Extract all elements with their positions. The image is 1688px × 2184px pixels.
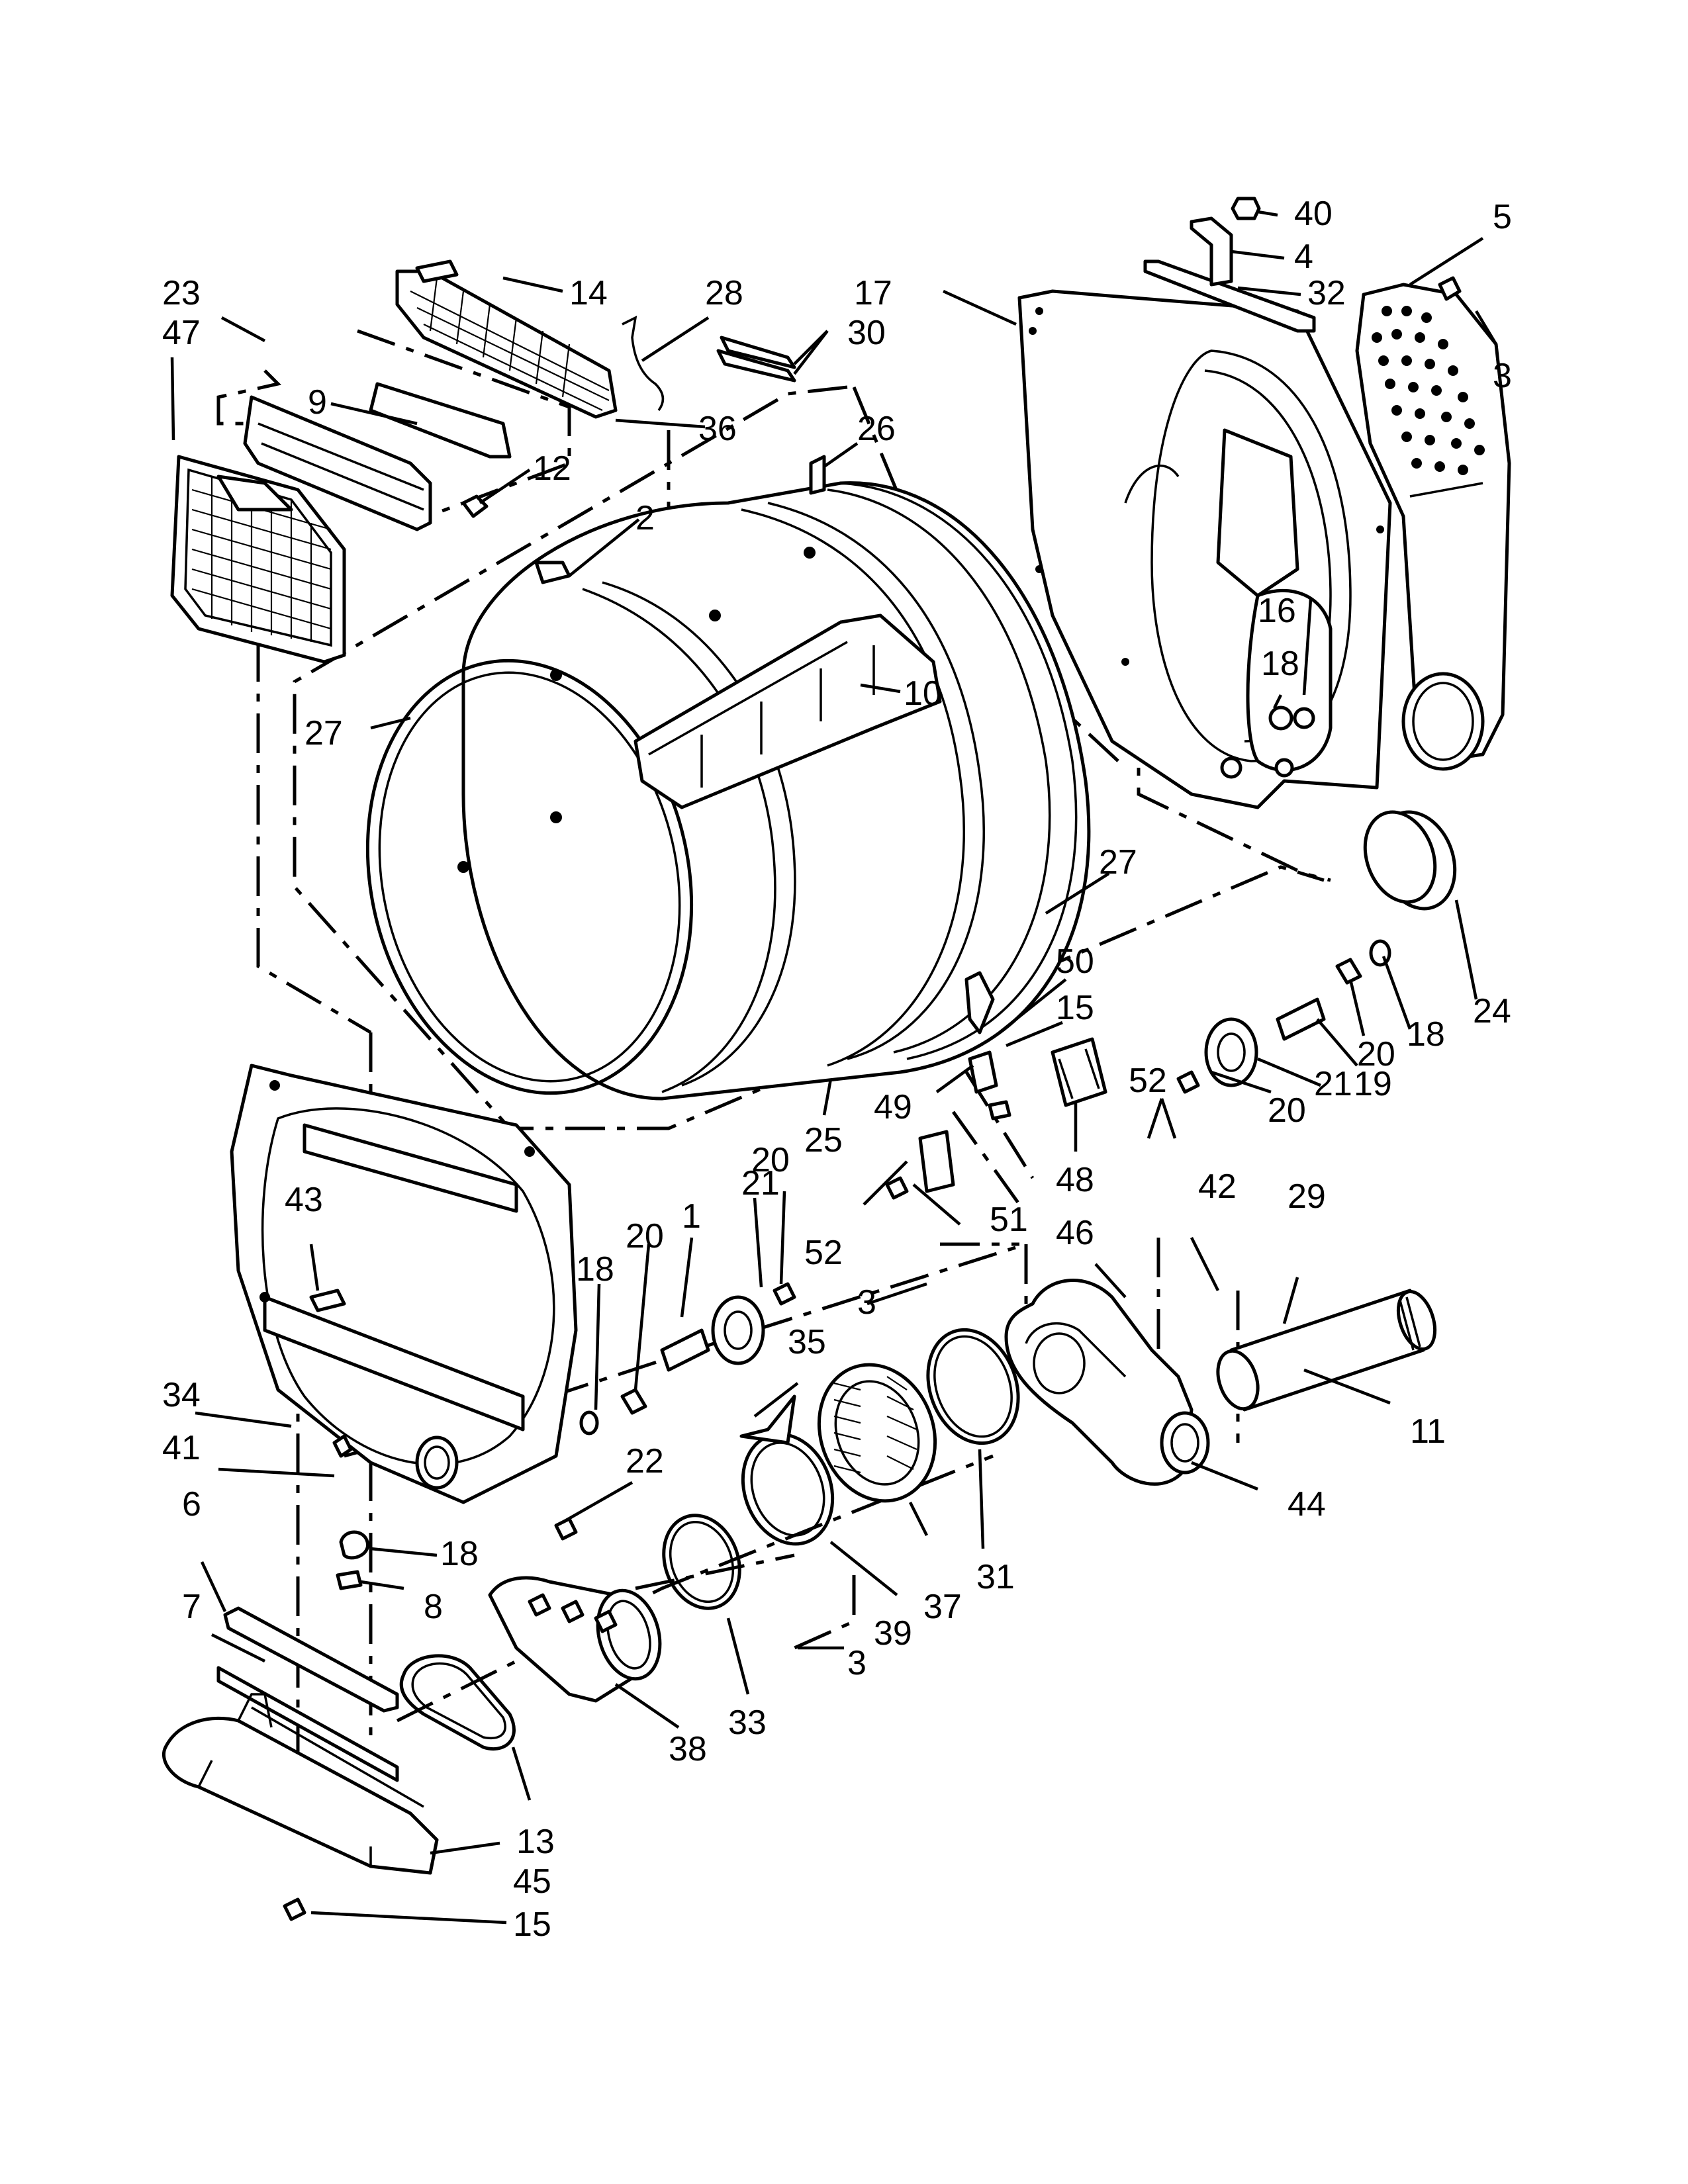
callout-10: 10 <box>904 674 942 713</box>
callout-1: 1 <box>682 1197 701 1236</box>
callout-16: 16 <box>1258 592 1296 630</box>
callout-51: 51 <box>990 1201 1028 1239</box>
heater-duct-holes <box>1372 306 1485 475</box>
callout-27: 27 <box>305 714 343 752</box>
roller-assembly-left <box>309 1282 796 1435</box>
callout-13: 13 <box>516 1823 555 1861</box>
callout-11: 11 <box>1410 1412 1446 1451</box>
blower-housing <box>1004 1279 1210 1486</box>
callout-23: 23 <box>162 274 201 312</box>
callout-20: 20 <box>626 1217 664 1255</box>
callout-22: 22 <box>626 1442 664 1480</box>
callout-39: 39 <box>874 1614 912 1653</box>
small-parts-top <box>415 259 826 584</box>
callout-43: 43 <box>285 1181 323 1219</box>
callout-40: 40 <box>1294 195 1333 233</box>
callout-4: 4 <box>1294 238 1313 276</box>
callout-9: 9 <box>308 383 327 422</box>
callout-34: 34 <box>162 1376 201 1414</box>
callout-38: 38 <box>669 1730 707 1768</box>
callout-25: 25 <box>804 1121 843 1160</box>
callout-14: 14 <box>569 274 608 312</box>
heater-duct <box>1355 276 1511 771</box>
callout-3: 3 <box>857 1283 876 1322</box>
lint-housing-9 <box>243 382 512 531</box>
callout-44: 44 <box>1288 1485 1326 1524</box>
callout-3: 3 <box>847 1644 867 1682</box>
callout-46: 46 <box>1056 1214 1094 1252</box>
callout-7: 7 <box>182 1588 201 1626</box>
callout-30: 30 <box>847 314 886 352</box>
callout-26: 26 <box>857 410 896 448</box>
motor-11 <box>1216 1289 1437 1412</box>
callout-3: 3 <box>1493 357 1512 395</box>
callout-2: 2 <box>635 499 655 537</box>
callout-18: 18 <box>1261 645 1299 683</box>
callout-17: 17 <box>854 274 892 312</box>
lint-grille-36 <box>395 269 618 419</box>
callout-47: 47 <box>162 314 201 352</box>
blower-duct-38 <box>488 1576 662 1703</box>
blower-wheel-37 <box>817 1363 937 1503</box>
callout-48: 48 <box>1056 1161 1094 1199</box>
callout-45: 45 <box>513 1862 551 1901</box>
callout-20: 20 <box>1357 1035 1395 1073</box>
duct-ring <box>1363 810 1457 911</box>
callout-21: 21 <box>741 1164 780 1203</box>
lint-screen <box>170 455 346 664</box>
callout-18: 18 <box>440 1535 479 1573</box>
callout-15: 15 <box>1056 989 1094 1027</box>
callout-36: 36 <box>698 410 737 448</box>
callout-18: 18 <box>576 1250 614 1289</box>
callout-20: 20 <box>751 1141 790 1179</box>
drum <box>365 481 1091 1101</box>
callout-24: 24 <box>1473 992 1511 1030</box>
callout-41: 41 <box>162 1429 201 1467</box>
leader-lines <box>170 210 1497 1925</box>
callout-20: 20 <box>1268 1091 1306 1130</box>
callout-50: 50 <box>1056 942 1094 981</box>
front-bulkhead <box>230 1064 578 1504</box>
callout-28: 28 <box>705 274 743 312</box>
callout-49: 49 <box>874 1088 912 1126</box>
seal-ring-31 <box>926 1328 1020 1445</box>
callout-33: 33 <box>728 1704 767 1742</box>
callout-31: 31 <box>976 1558 1015 1596</box>
callouts: 40 5 4 32 3 23 47 14 28 17 30 9 36 26 12… <box>162 195 1512 1944</box>
callout-8: 8 <box>424 1588 443 1626</box>
callout-18: 18 <box>1407 1015 1445 1054</box>
callout-6: 6 <box>182 1485 201 1524</box>
callout-52: 52 <box>1129 1062 1167 1100</box>
callout-21: 21 <box>1314 1065 1352 1103</box>
roller-assembly-right <box>1176 939 1391 1094</box>
callout-42: 42 <box>1198 1167 1237 1206</box>
callout-52: 52 <box>804 1234 843 1272</box>
rear-bulkhead <box>1017 197 1392 809</box>
callout-37: 37 <box>923 1588 962 1626</box>
callout-35: 35 <box>788 1323 826 1361</box>
callout-29: 29 <box>1288 1177 1326 1216</box>
door-switch-parts <box>885 971 1107 1200</box>
ring-33 <box>662 1514 741 1610</box>
callout-32: 32 <box>1307 274 1346 312</box>
callout-27: 27 <box>1099 843 1137 882</box>
callout-5: 5 <box>1493 198 1512 236</box>
ring-39 <box>739 1394 835 1546</box>
gasket-13 <box>399 1654 516 1751</box>
callout-15: 15 <box>513 1905 551 1944</box>
lower-front-parts <box>162 1434 578 1921</box>
callout-19: 19 <box>1354 1065 1392 1103</box>
callout-12: 12 <box>533 449 571 488</box>
